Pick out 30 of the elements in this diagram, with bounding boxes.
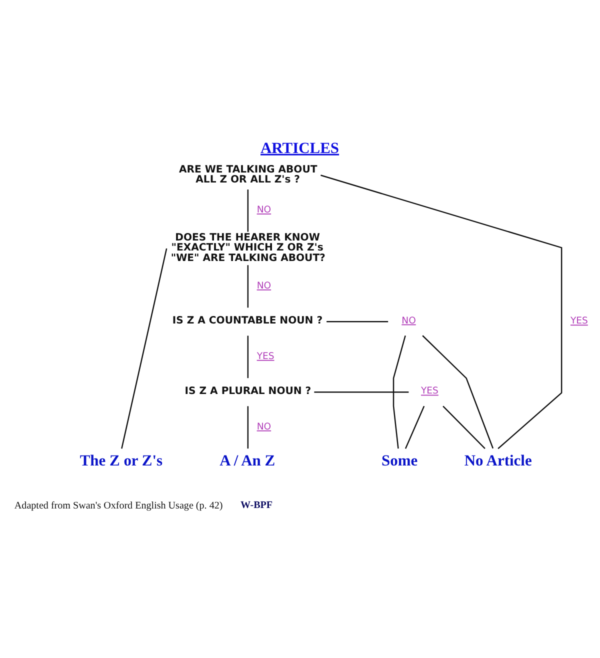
connector: [320, 174, 562, 450]
node-text: YES: [421, 386, 438, 397]
connector: [121, 248, 168, 449]
node-text: The Z or Z's: [80, 452, 163, 470]
edge-label: YES: [256, 350, 274, 362]
connector: [247, 190, 249, 232]
edge-label: NO: [256, 204, 272, 216]
connector: [392, 335, 406, 449]
node-text: ARE WE TALKING ABOUT ALL Z OR ALL Z's ?: [178, 164, 318, 186]
edge-label: YES: [570, 316, 588, 327]
node-text: A / An Z: [220, 452, 276, 470]
edge-label: NO: [256, 280, 272, 292]
node-text: DOES THE HEARER KNOW "EXACTLY" WHICH Z OR Z's "WE" ARE TALKING ABOUT?: [170, 232, 326, 264]
connector: [326, 321, 388, 322]
edge-label: NO: [256, 421, 272, 432]
connector: [442, 406, 486, 449]
connector: [404, 406, 425, 449]
node-text: NO: [402, 315, 416, 326]
node-text: IS Z A COUNTABLE NOUN ?: [172, 316, 323, 326]
diagram-title: ARTICLES: [260, 140, 340, 157]
node-text: IS Z A PLURAL NOUN ?: [184, 386, 312, 397]
node-text: Some: [382, 452, 418, 470]
label: W-BPF: [240, 500, 273, 511]
connector: [314, 392, 409, 393]
connector: [247, 336, 249, 378]
connector: [247, 265, 249, 308]
node-text: No Article: [464, 452, 532, 470]
label: Adapted from Swan's Oxford English Usage (p. 42): [14, 500, 223, 512]
connector: [422, 335, 494, 449]
connector: [247, 406, 249, 449]
